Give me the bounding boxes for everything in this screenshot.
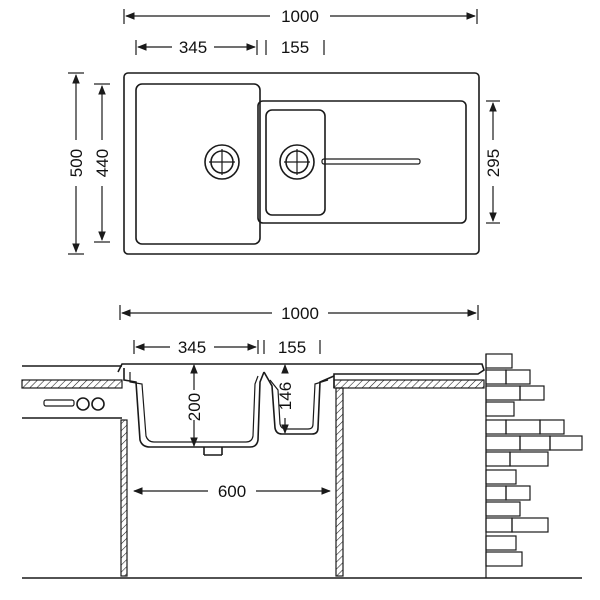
small-bowl-waste-icon bbox=[279, 144, 315, 180]
dim-section-main-bowl-width-label: 345 bbox=[178, 338, 206, 357]
countertop-left bbox=[21, 379, 123, 389]
main-bowl-waste-icon bbox=[204, 144, 240, 180]
dim-top-overall-depth-label: 500 bbox=[67, 149, 86, 177]
top-view: 1000 345 155 500 4 bbox=[67, 7, 503, 255]
dim-top-small-bowl-width-label: 155 bbox=[281, 38, 309, 57]
drainer-groove bbox=[321, 158, 421, 165]
dim-top-overall-width-label: 1000 bbox=[281, 7, 319, 26]
oven-knobs-icon bbox=[43, 397, 105, 411]
dim-section-overall-width: 1000 bbox=[119, 304, 479, 323]
dim-section-small-bowl-depth-label: 146 bbox=[276, 382, 295, 410]
brick-wall bbox=[485, 353, 583, 578]
dim-section-small-bowl-width-label: 155 bbox=[278, 338, 306, 357]
dim-section-cabinet-width-label: 600 bbox=[218, 482, 246, 501]
dim-top-bowl-depth-label: 440 bbox=[93, 149, 112, 177]
dim-top-overall-depth: 500 bbox=[67, 72, 86, 255]
dim-top-main-bowl-width: 345 bbox=[135, 38, 258, 57]
section-view: 1000 345 155 bbox=[21, 304, 583, 579]
cabinet-wall-left bbox=[120, 419, 128, 577]
section-small-bowl bbox=[263, 371, 335, 435]
countertop-right bbox=[333, 379, 485, 389]
dim-section-cabinet-width: 600 bbox=[133, 482, 331, 501]
drainer-area bbox=[257, 100, 467, 224]
main-bowl bbox=[135, 83, 261, 245]
dim-top-overall-width: 1000 bbox=[123, 7, 478, 26]
dim-top-drainer-depth-label: 295 bbox=[484, 149, 503, 177]
dim-section-small-bowl-width: 155 bbox=[263, 338, 321, 357]
dim-section-small-bowl-depth: 146 bbox=[276, 364, 295, 434]
dim-section-main-bowl-width: 345 bbox=[133, 338, 259, 357]
dim-section-main-bowl-depth-label: 200 bbox=[185, 393, 204, 421]
dim-top-bowl-depth: 440 bbox=[93, 83, 112, 243]
dim-section-main-bowl-depth: 200 bbox=[185, 364, 204, 447]
dim-top-drainer-depth: 295 bbox=[484, 100, 503, 224]
small-bowl bbox=[265, 109, 326, 216]
dim-top-small-bowl-width: 155 bbox=[265, 38, 325, 57]
sink-outline bbox=[123, 72, 480, 255]
dim-top-main-bowl-width-label: 345 bbox=[179, 38, 207, 57]
sink-rim bbox=[117, 363, 485, 388]
dim-section-overall-width-label: 1000 bbox=[281, 304, 319, 323]
section-main-bowl bbox=[123, 368, 265, 448]
cabinet-wall-right bbox=[335, 387, 344, 577]
